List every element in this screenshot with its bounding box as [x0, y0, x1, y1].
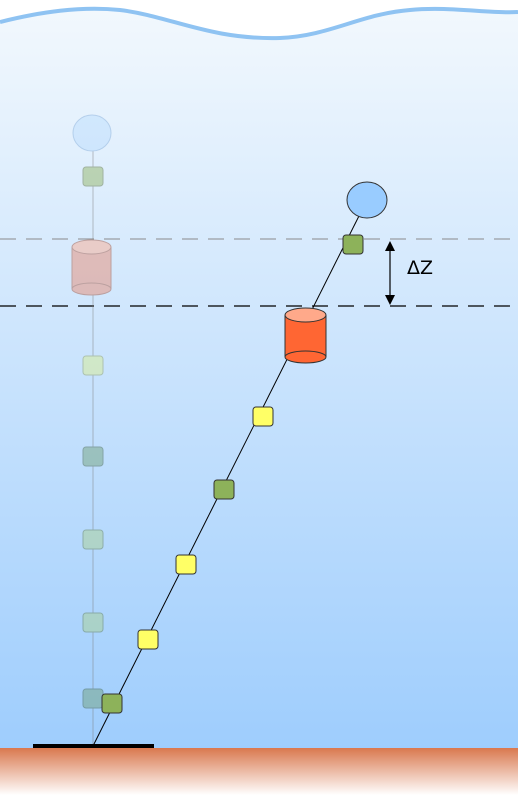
vertical-mooring-sensor [82, 529, 104, 550]
tilted-mooring-float [346, 181, 388, 219]
vertical-mooring-sensor [82, 688, 104, 709]
water-surface-line [0, 6, 518, 41]
tilted-mooring-instrument [284, 307, 327, 364]
water-body [0, 8, 518, 753]
vertical-mooring-sensor [82, 355, 104, 376]
vertical-mooring [71, 114, 112, 746]
tilted-mooring-sensor-yellow [252, 406, 274, 427]
vertical-mooring-instrument [71, 239, 112, 296]
vertical-mooring-sensor [82, 446, 104, 467]
tilted-mooring-line [92, 199, 368, 747]
vertical-mooring-float [72, 114, 112, 152]
anchor-weight [33, 744, 154, 748]
tilted-mooring-sensor-green [213, 479, 235, 500]
vertical-mooring-sensor [82, 166, 104, 187]
vertical-mooring-sensor [82, 612, 104, 633]
seabed [0, 748, 518, 795]
tilted-mooring-sensor-green [101, 693, 123, 714]
delta-z-label: ΔZ [407, 257, 433, 279]
tilted-mooring-sensor-yellow [175, 554, 197, 575]
tilted-mooring-sensor-yellow [137, 629, 159, 650]
tilted-mooring [92, 181, 388, 747]
tilted-mooring-sensor-green [342, 234, 364, 255]
